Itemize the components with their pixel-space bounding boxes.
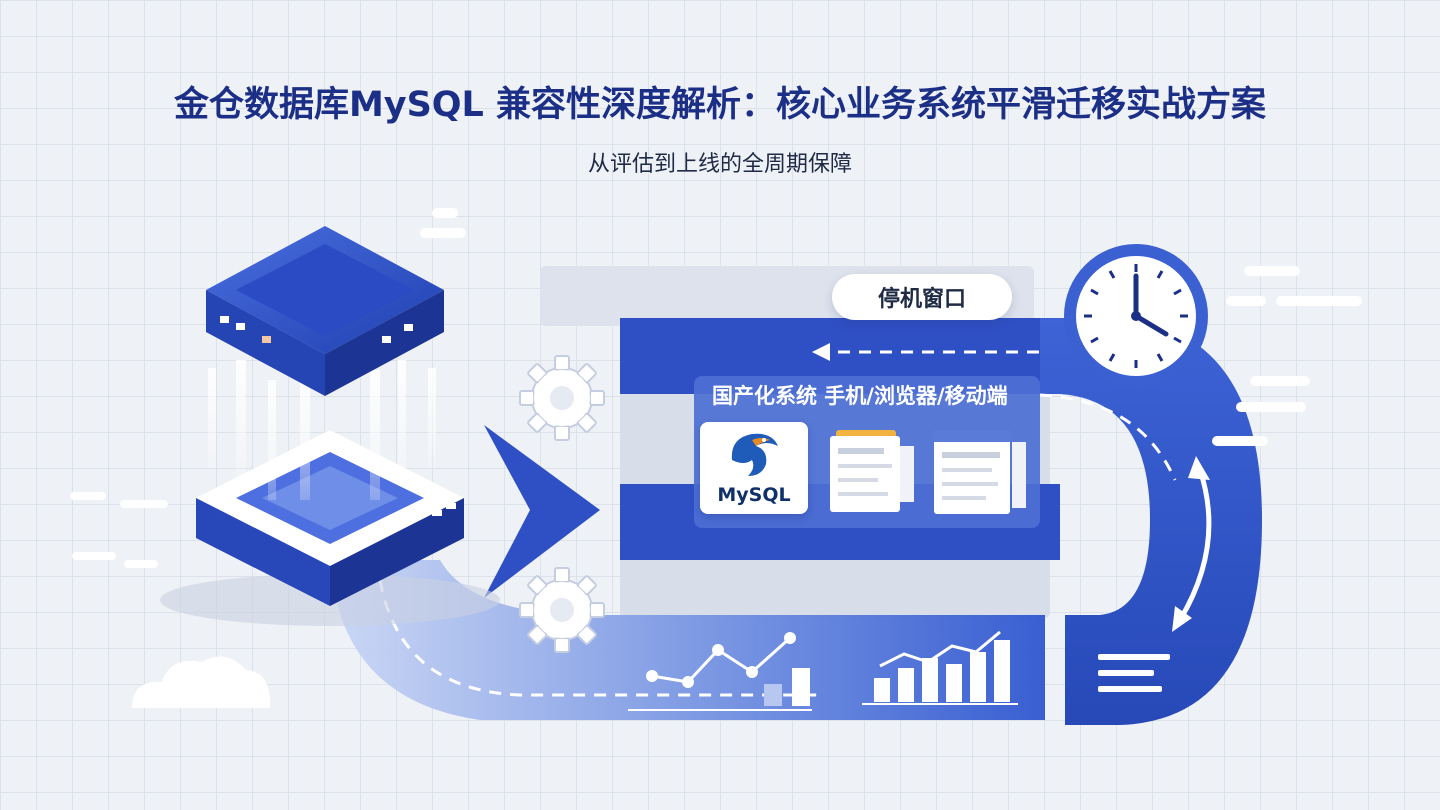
line-chart-icon [628,632,812,711]
arrow-head-left [812,343,830,361]
lower-flow-band [330,560,1045,720]
page-subtitle: 从评估到上线的全周期保障 [587,152,852,177]
double-arrow-curve [1177,469,1212,622]
bar-chart-icon [862,630,1018,705]
double-arrow-bottom [1172,606,1192,632]
dashed-arc [1039,393,1177,481]
gear-icon-bottom [519,567,605,653]
document-card-1 [830,430,914,512]
page-title: 金仓数据库MySQL 兼容性深度解析：核心业务系统平滑迁移实战方案 [173,85,1267,125]
mysql-logo-card: MySQL [700,422,808,514]
dolphin-icon [731,433,778,476]
server-icon [160,226,500,626]
system-panel-title: 国产化系统 手机/浏览器/移动端 [712,384,1008,408]
document-card-2 [934,430,1026,514]
double-arrow-top [1188,456,1210,480]
right-arc-band [1040,318,1262,725]
cloud-icon [132,656,271,708]
downtime-window-bubble: 停机窗口 [832,274,1012,320]
gear-icon-top [519,355,605,441]
play-arrow-icon [484,425,600,598]
clock-icon [1064,244,1208,388]
mysql-label: MySQL [717,484,791,506]
document-lines-icon [1098,654,1170,692]
decorative-dashes [70,208,1362,568]
